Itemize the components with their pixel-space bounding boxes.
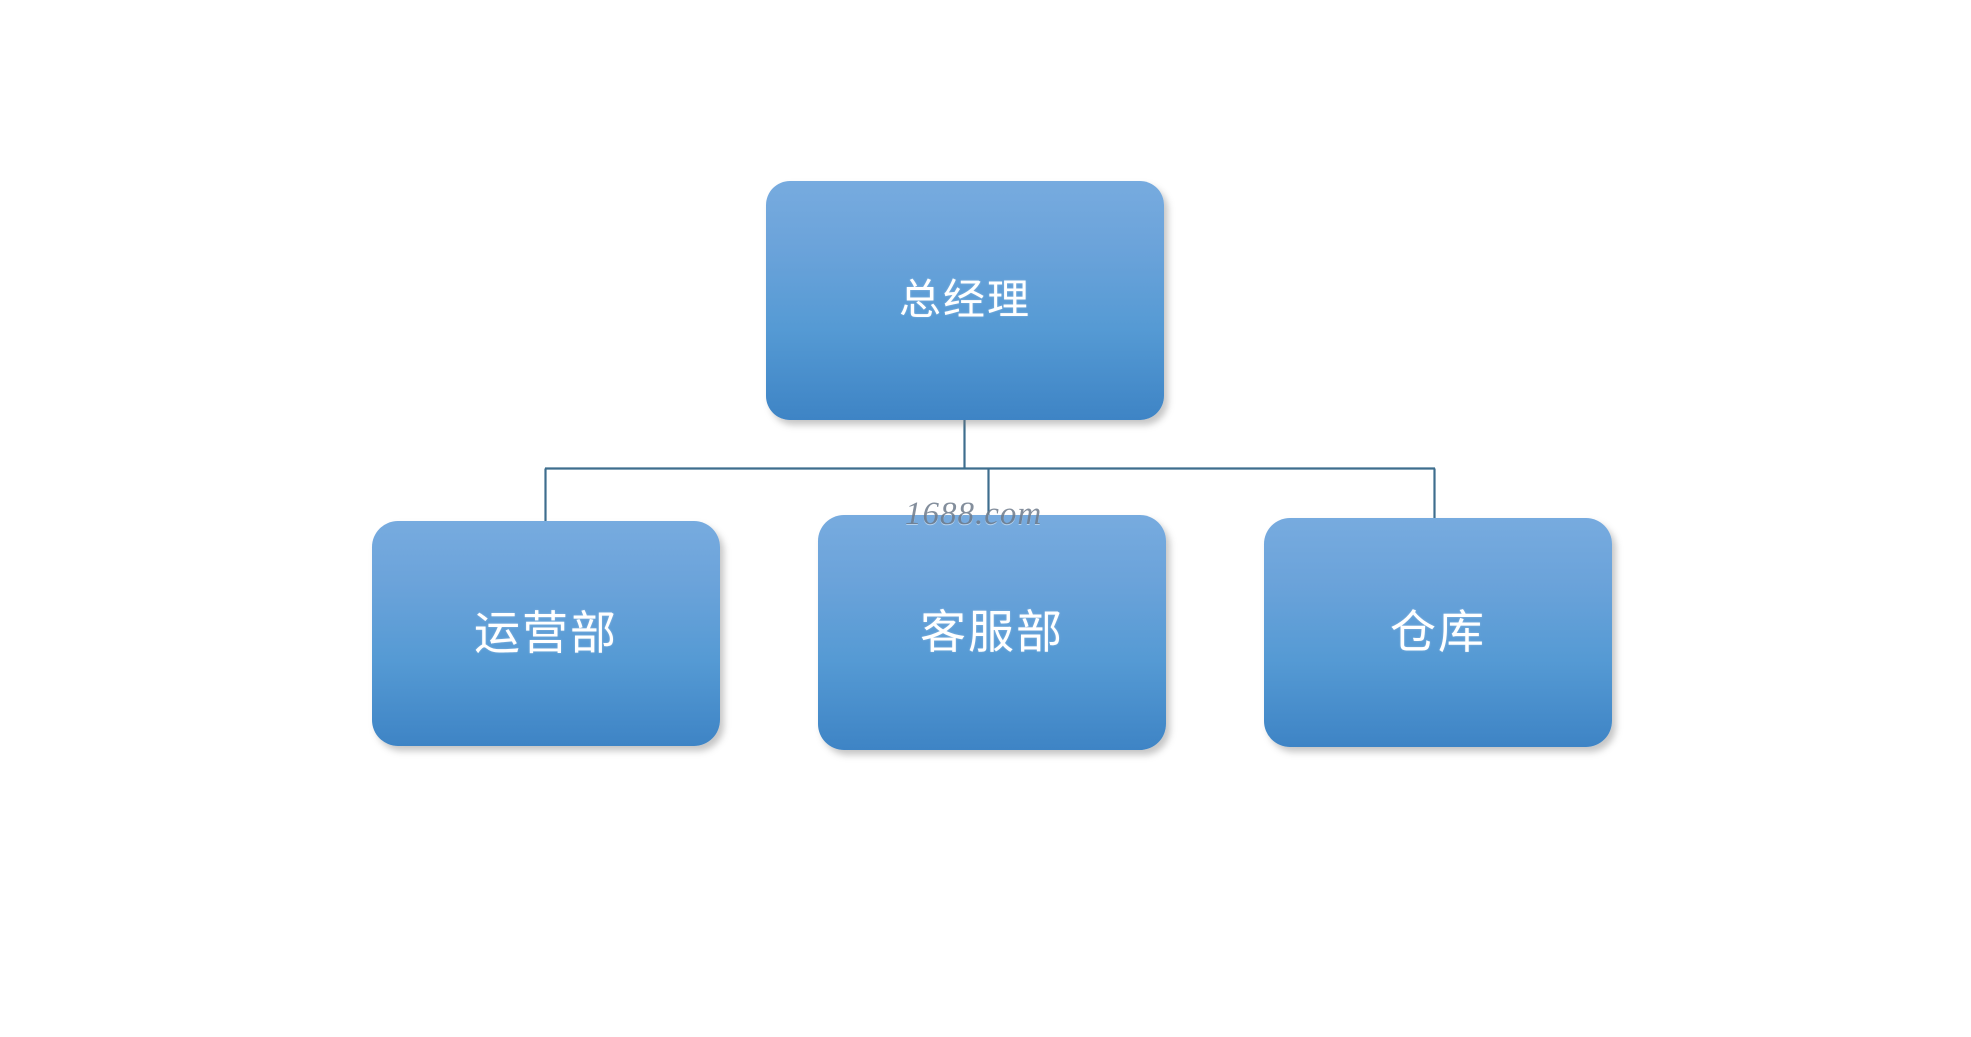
watermark-text: 1688.com xyxy=(905,496,1043,532)
org-node-customer-service[interactable]: 客服部 xyxy=(818,515,1166,750)
org-node-customer-service-label: 客服部 xyxy=(920,605,1064,660)
org-node-operations-label: 运营部 xyxy=(474,606,618,661)
org-node-operations[interactable]: 运营部 xyxy=(372,521,720,746)
org-node-root[interactable]: 总经理 xyxy=(766,181,1164,420)
org-node-warehouse[interactable]: 仓库 xyxy=(1264,518,1612,747)
org-node-root-label: 总经理 xyxy=(898,275,1031,325)
org-node-warehouse-label: 仓库 xyxy=(1390,605,1486,660)
